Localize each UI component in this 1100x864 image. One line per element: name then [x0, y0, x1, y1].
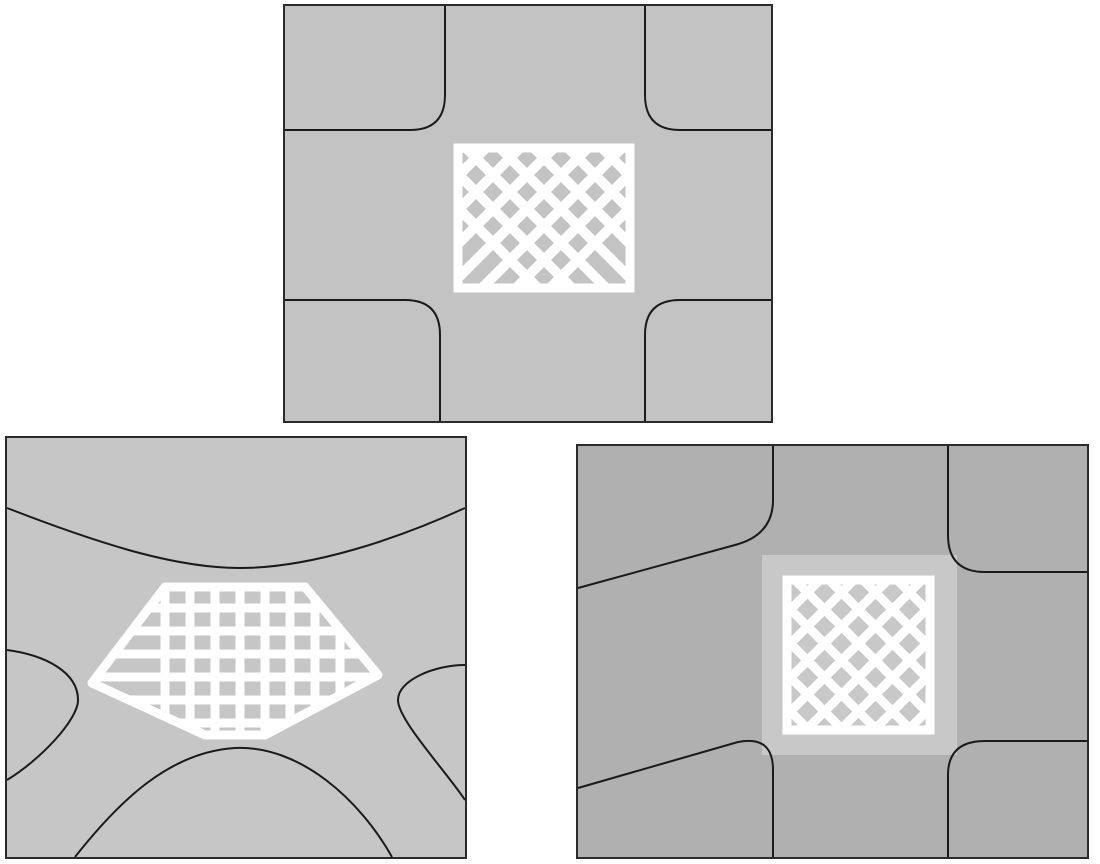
panel-bottom-right	[577, 445, 1088, 858]
panel-top	[284, 5, 776, 422]
panel-bottom-left	[6, 437, 466, 858]
